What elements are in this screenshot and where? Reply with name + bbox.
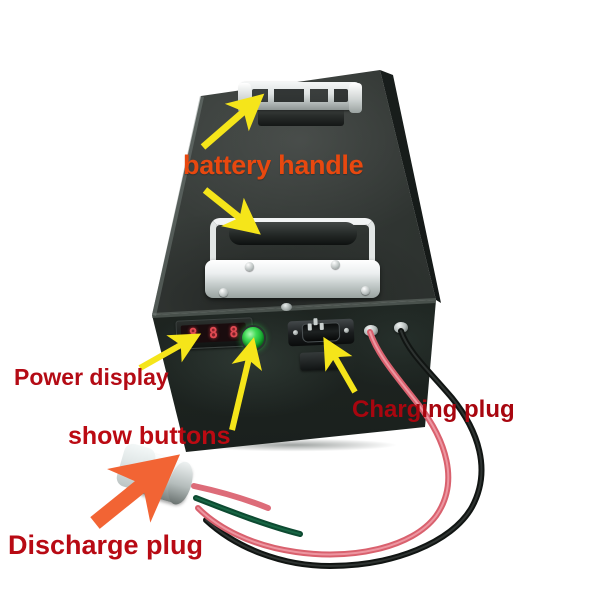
iec-pin-earth — [313, 318, 318, 326]
label-discharge-plug: Discharge plug — [8, 530, 204, 560]
battery-handle-rear[interactable] — [238, 82, 362, 130]
handle-grip-rear — [258, 106, 344, 126]
handle-bracket-slots-rear — [252, 89, 348, 102]
display-digit-3: 8 — [228, 322, 239, 341]
wire-discharge-green-highlight — [195, 497, 301, 535]
wire-discharge-red — [191, 483, 271, 511]
iec-pin-neutral — [319, 322, 324, 331]
handle-rubber-grip-front — [229, 222, 357, 245]
rocker-switch[interactable] — [299, 351, 341, 371]
power-display-screen: 8 8 8 — [180, 322, 247, 344]
handle-rivet-3 — [219, 288, 228, 297]
handle-plate-slots-front — [221, 272, 365, 288]
label-battery-handle: battery handle — [183, 150, 364, 180]
iec-pin-line — [307, 323, 312, 331]
display-digit-2: 8 — [208, 323, 219, 342]
handle-rivet-2 — [331, 260, 340, 269]
label-show-buttons: show buttons — [68, 422, 231, 450]
battery-handle-front[interactable] — [205, 218, 380, 308]
rocker-switch-paddle — [303, 354, 337, 367]
handle-rivet-1 — [245, 262, 254, 271]
label-charging-plug: Charging plug — [352, 396, 515, 423]
label-power-display: Power display — [14, 364, 169, 390]
display-digit-1: 8 — [188, 324, 199, 343]
handle-ear-right-rear — [349, 83, 362, 113]
handle-base-plate-front — [205, 260, 380, 298]
charging-plug-socket[interactable] — [287, 315, 355, 351]
handle-rivet-4 — [361, 286, 370, 295]
case-screw-top — [281, 303, 292, 311]
wire-discharge-green — [193, 495, 303, 537]
handle-bail-front — [210, 218, 375, 270]
handle-ear-left-rear — [238, 83, 251, 113]
